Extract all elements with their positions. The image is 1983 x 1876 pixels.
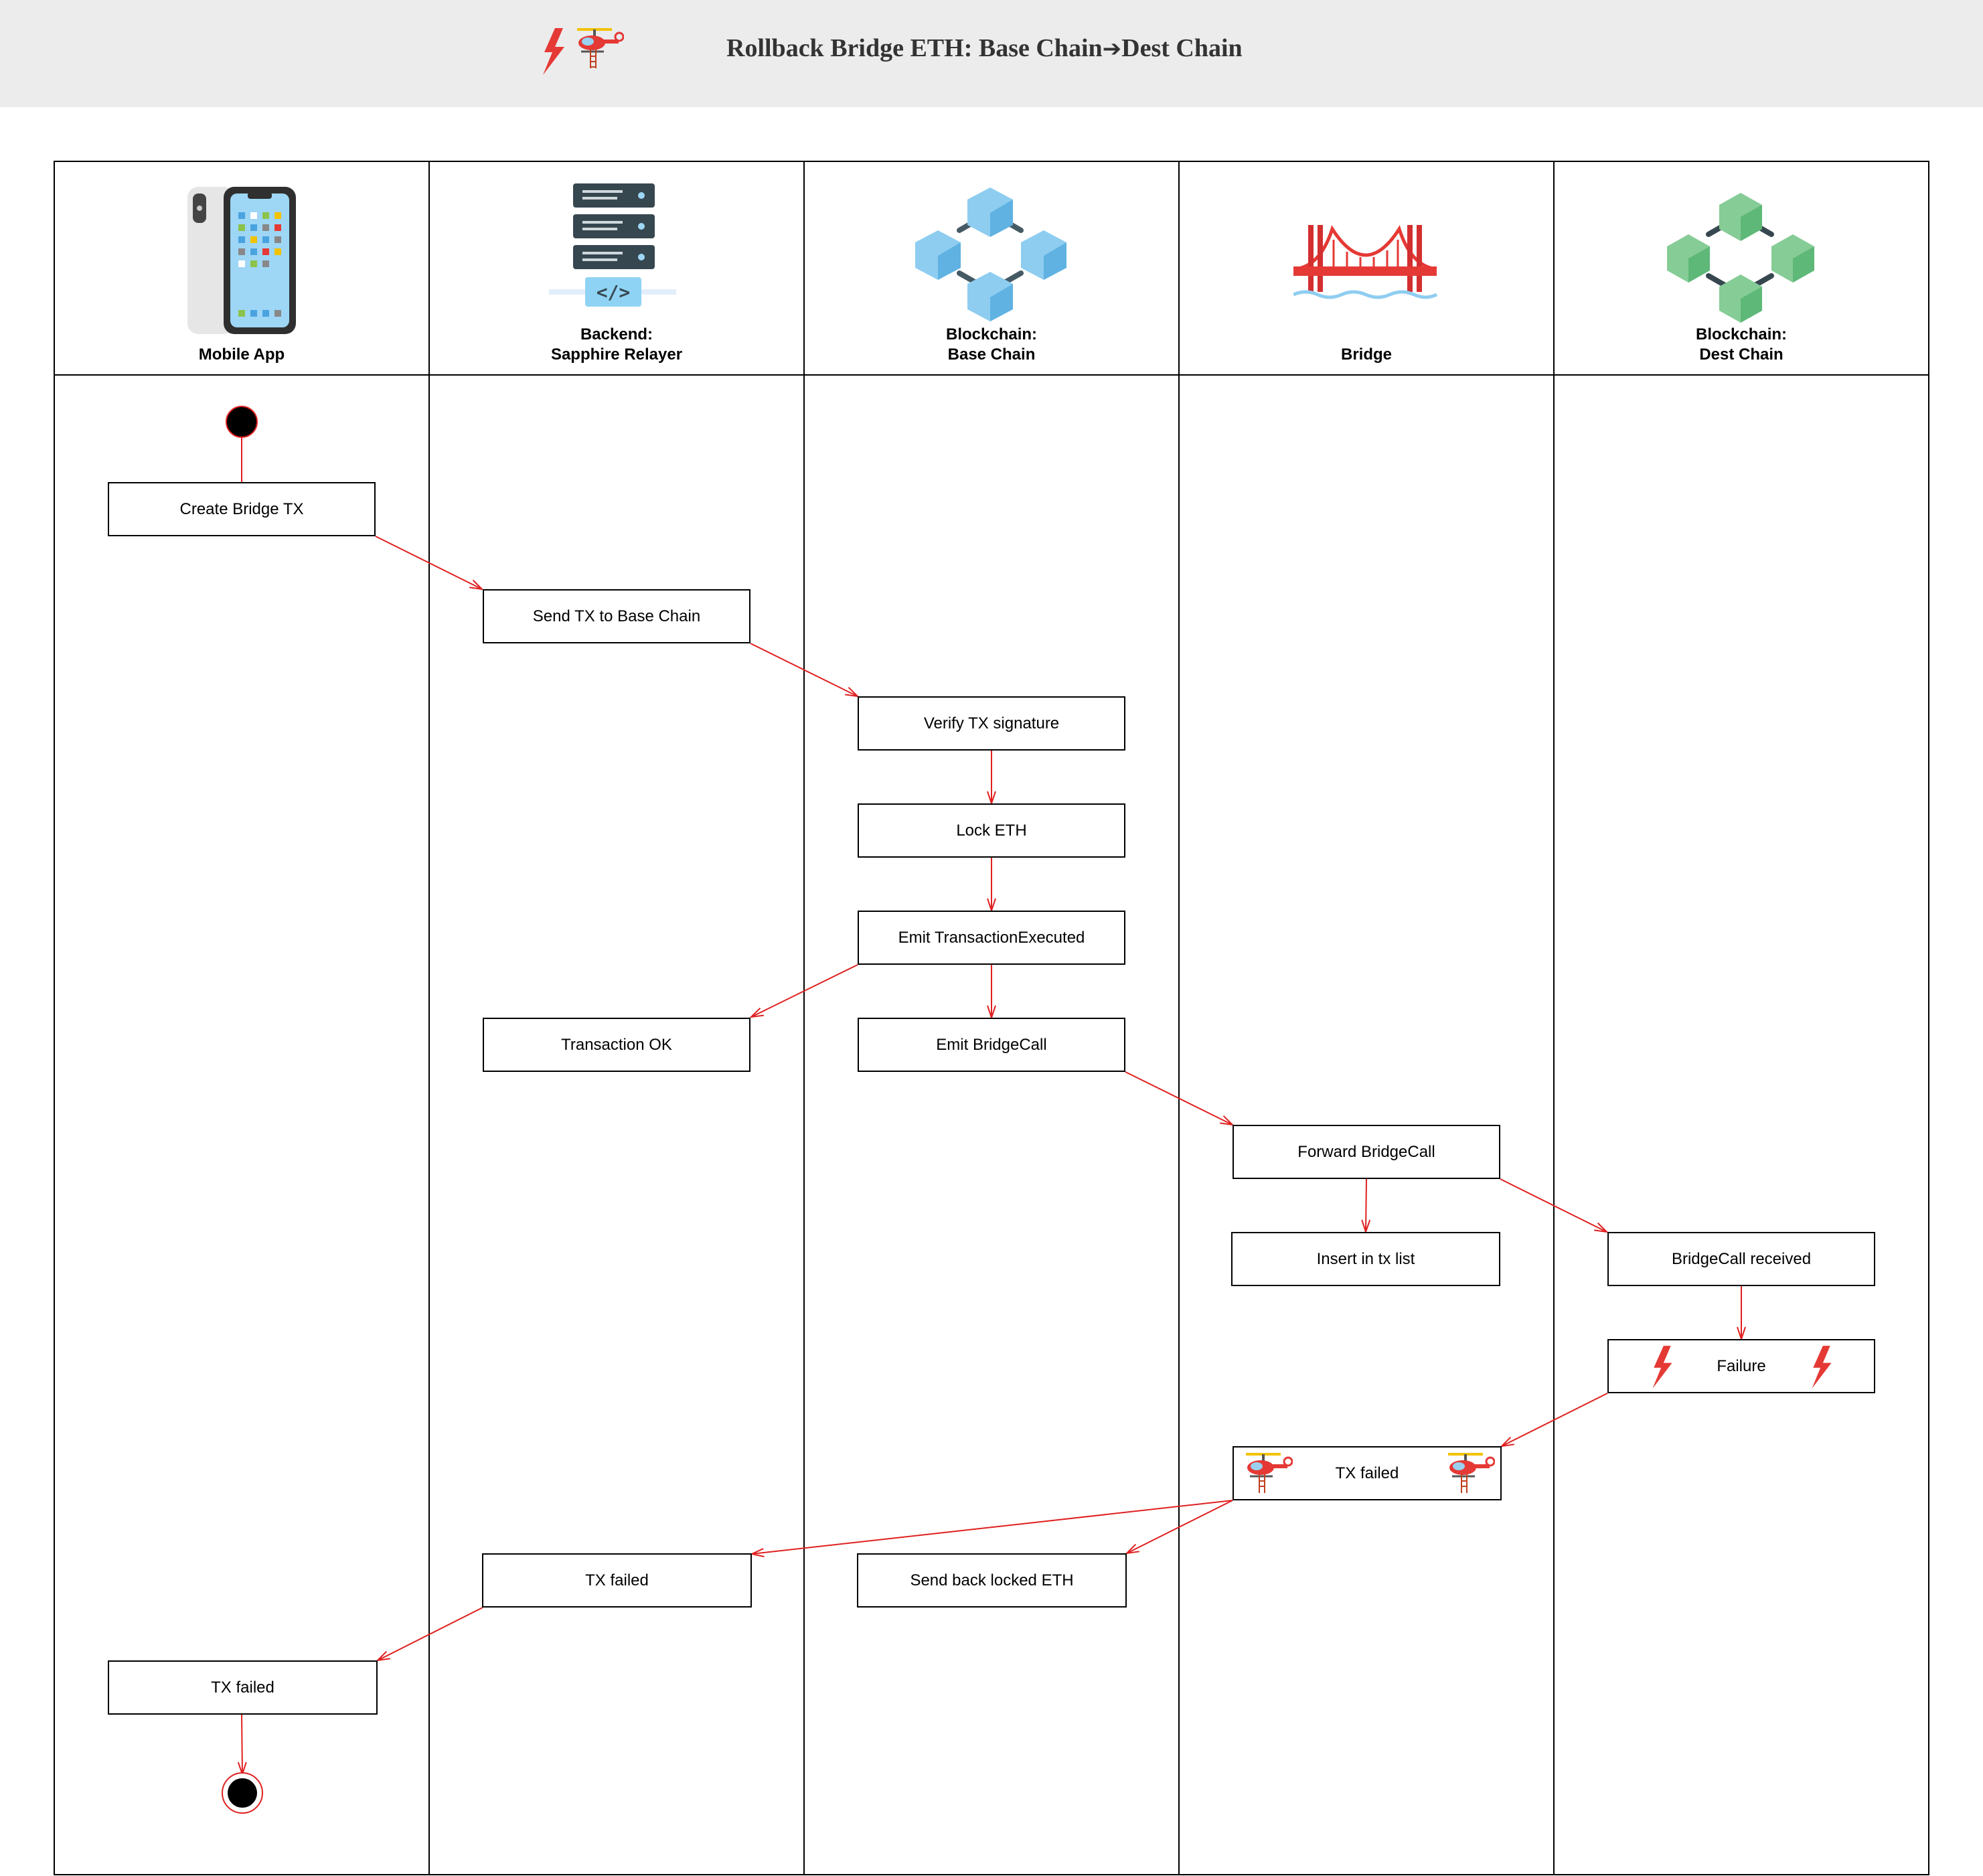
- edge-bridgecall-forward: [1125, 1071, 1233, 1125]
- blockchain-blue-icon: [915, 187, 1066, 321]
- node-insert-tx-list: Insert in tx list: [1231, 1232, 1500, 1286]
- node-tx-failed-mobile: TX failed: [108, 1660, 378, 1715]
- node-bridgecall-received: BridgeCall received: [1607, 1232, 1875, 1286]
- lane-label-bridge: Bridge: [1340, 345, 1392, 364]
- node-tx-failed-backend: TX failed: [482, 1553, 752, 1608]
- page-title: Rollback Bridge ETH: Base Chain➔Dest Cha…: [726, 34, 1243, 62]
- node-lock-eth: Lock ETH: [858, 803, 1125, 858]
- smartphone-icon: [187, 187, 296, 334]
- edge-send-verify: [750, 643, 858, 696]
- node-tx-failed-bridge: TX failed: [1233, 1446, 1502, 1500]
- rescue-helicopter-icon: [1246, 1453, 1293, 1493]
- lightning-icon: [543, 28, 564, 75]
- tx-failed-bridge-label: TX failed: [1335, 1464, 1399, 1482]
- edge-forward-received: [1500, 1178, 1607, 1232]
- bridge-icon: [1293, 225, 1437, 299]
- node-send-back-eth: Send back locked ETH: [857, 1553, 1127, 1608]
- node-transaction-ok: Transaction OK: [483, 1018, 750, 1072]
- rescue-helicopter-icon: [577, 28, 624, 68]
- node-emit-bridgecall: Emit BridgeCall: [858, 1018, 1125, 1072]
- blockchain-green-icon: [1667, 193, 1814, 323]
- edge-txfailed-sendback: [1127, 1500, 1233, 1553]
- node-send-tx-base: Send TX to Base Chain: [483, 589, 750, 643]
- start-node: [226, 406, 258, 438]
- node-verify-signature: Verify TX signature: [858, 696, 1125, 751]
- edge-emit-ok: [751, 964, 858, 1017]
- rescue-helicopter-icon: [1448, 1453, 1495, 1493]
- lightning-icon: [1652, 1346, 1672, 1389]
- edge-backend-mobile: [378, 1607, 483, 1660]
- node-forward-bridgecall: Forward BridgeCall: [1233, 1125, 1500, 1179]
- end-node-inner: [228, 1778, 257, 1808]
- failure-label: Failure: [1717, 1356, 1766, 1375]
- edge-failure-txfailed: [1502, 1393, 1608, 1446]
- lane-label-mobile-app: Mobile App: [198, 345, 285, 364]
- lane-label-backend: Backend: Sapphire Relayer: [550, 325, 683, 364]
- lightning-icon: [1812, 1346, 1832, 1389]
- lane-label-dest-chain: Blockchain: Dest Chain: [1695, 325, 1788, 364]
- edge-create-send: [375, 536, 482, 589]
- header-banner: Rollback Bridge ETH: Base Chain➔Dest Cha…: [0, 0, 1983, 107]
- node-create-bridge-tx: Create Bridge TX: [108, 482, 376, 536]
- svg-text:</>: </>: [597, 281, 631, 303]
- node-emit-tx-executed: Emit TransactionExecuted: [858, 911, 1125, 965]
- lane-label-base-chain: Blockchain: Base Chain: [945, 325, 1038, 364]
- server-icon: </>: [549, 183, 676, 307]
- edge-txfailed-backend: [752, 1500, 1233, 1554]
- node-failure: Failure: [1607, 1339, 1875, 1393]
